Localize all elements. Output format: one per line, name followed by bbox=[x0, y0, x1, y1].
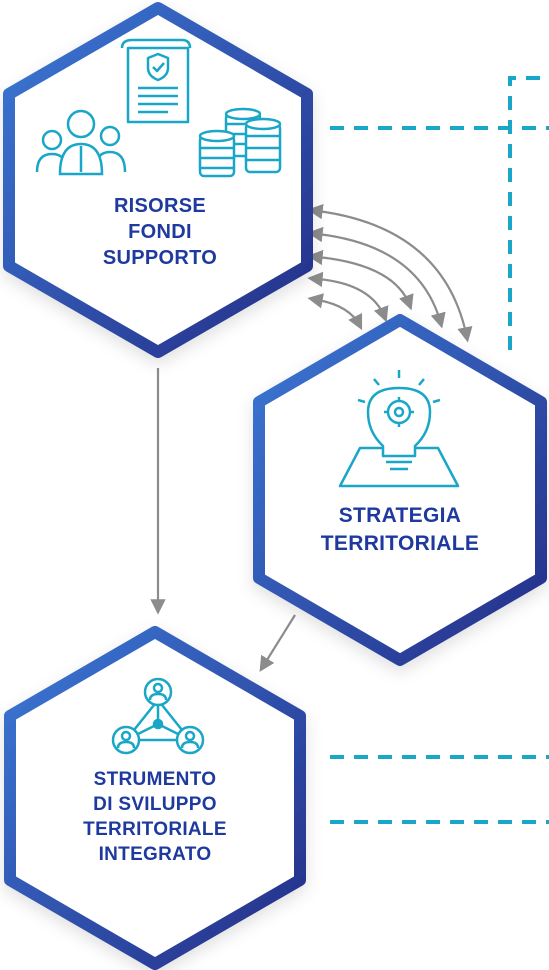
hex-resources-label-2: FONDI bbox=[128, 221, 192, 243]
hex-strategy-label-2: TERRITORIALE bbox=[321, 532, 479, 555]
people-group-icon bbox=[35, 109, 127, 176]
network-people-icon bbox=[111, 677, 205, 755]
coin-stacks-icon bbox=[198, 107, 282, 178]
hex-tool-label-4: INTEGRATO bbox=[99, 844, 212, 865]
double-arrow-2 bbox=[307, 226, 446, 329]
hex-tool-label-2: DI SVILUPPO bbox=[93, 794, 217, 815]
arrows bbox=[150, 203, 473, 672]
hex-resources[interactable]: RISORSE FONDI SUPPORTO bbox=[3, 2, 313, 358]
double-arrow-5 bbox=[307, 293, 363, 331]
hex-tool-label-3: TERRITORIALE bbox=[83, 819, 227, 840]
arrow-strategy-to-tool bbox=[259, 614, 296, 672]
hex-tool-label-1: STRUMENTO bbox=[94, 769, 217, 790]
hex-strategy[interactable]: STRATEGIA TERRITORIALE bbox=[253, 314, 547, 666]
dashed-connectors bbox=[330, 76, 549, 824]
hex-tool[interactable]: STRUMENTO DI SVILUPPO TERRITORIALE INTEG… bbox=[4, 626, 306, 970]
double-arrow-4 bbox=[307, 271, 389, 323]
hex-tool-shape bbox=[4, 626, 306, 970]
dashed-line-top bbox=[508, 76, 549, 350]
document-shield-icon bbox=[120, 38, 192, 124]
hex-resources-label-3: SUPPORTO bbox=[103, 247, 217, 269]
hex-resources-shape bbox=[3, 2, 313, 358]
hex-strategy-shape bbox=[253, 314, 547, 666]
hex-strategy-label-1: STRATEGIA bbox=[339, 504, 461, 527]
hex-resources-label-1: RISORSE bbox=[114, 195, 206, 217]
lightbulb-gear-icon bbox=[338, 370, 460, 488]
